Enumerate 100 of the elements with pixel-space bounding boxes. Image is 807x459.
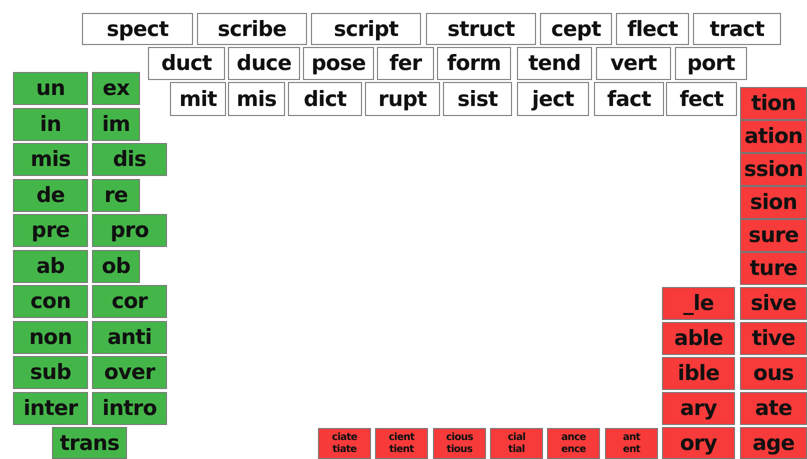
word-part: spect <box>106 18 168 40</box>
word-part: _le <box>683 293 714 314</box>
word-part-tile <box>13 320 88 354</box>
word-part: ob <box>102 256 130 276</box>
word-part: im <box>102 114 130 134</box>
word-part: ant <box>622 432 640 444</box>
word-part-tile <box>228 47 300 80</box>
word-part-tile <box>288 82 362 116</box>
word-part: mis <box>236 88 277 110</box>
word-part: cor <box>112 291 148 312</box>
word-part-tile <box>13 143 88 176</box>
word-part-tile <box>540 13 612 45</box>
word-part: duce <box>236 53 292 74</box>
word-part: rupt <box>378 88 427 110</box>
word-part-tile <box>740 357 807 390</box>
word-part: able <box>674 328 723 349</box>
word-part-tile <box>82 13 193 45</box>
word-part-tile <box>170 82 226 116</box>
word-part-tile <box>13 214 88 247</box>
word-part: over <box>104 362 155 383</box>
word-part: cial <box>508 432 526 444</box>
word-part-tile <box>596 47 671 80</box>
word-part-tile <box>662 392 735 425</box>
word-part: cious <box>446 432 473 444</box>
word-part-tile <box>517 47 592 80</box>
word-part-tile <box>740 153 807 186</box>
word-part: sure <box>748 225 799 246</box>
word-part-tile <box>517 82 589 116</box>
word-part: non <box>29 326 72 348</box>
word-part: ible <box>678 363 720 384</box>
word-part: dict <box>304 88 346 110</box>
word-part: ence <box>561 444 586 456</box>
word-part-tile <box>228 82 285 116</box>
word-part-tile <box>52 427 127 459</box>
word-part-tile <box>740 252 807 285</box>
word-part-tile <box>92 285 167 318</box>
word-part: pre <box>31 220 70 241</box>
word-part: ous <box>753 363 794 384</box>
word-part: ance <box>561 432 586 444</box>
word-part: tial <box>508 444 525 456</box>
word-part: trans <box>60 432 120 454</box>
word-part-tile <box>13 72 88 105</box>
word-part: vert <box>610 53 657 74</box>
word-part-tile <box>605 428 658 459</box>
word-part-tile <box>92 143 167 176</box>
word-part: tive <box>752 328 796 349</box>
word-part-tile <box>148 47 225 80</box>
word-part: con <box>30 291 71 312</box>
word-part-tile <box>318 428 371 459</box>
word-part-tile <box>662 357 735 390</box>
word-part-tile <box>662 427 735 459</box>
word-part: flect <box>627 18 678 40</box>
word-part-tile <box>616 13 689 45</box>
word-part: mit <box>179 88 217 110</box>
word-part: port <box>687 53 735 74</box>
word-part: struct <box>447 18 515 40</box>
word-part: ject <box>532 88 574 110</box>
word-part: re <box>104 184 128 206</box>
word-part-tile <box>92 392 167 424</box>
word-part: ary <box>680 398 717 419</box>
word-part: de <box>36 184 65 206</box>
word-part: script <box>334 18 398 40</box>
word-part-tile <box>443 82 512 116</box>
word-part-tile <box>92 250 140 282</box>
word-part: sion <box>750 192 798 213</box>
word-part: pro <box>110 220 149 241</box>
word-part-tile <box>13 250 88 282</box>
word-part-tile <box>693 13 781 45</box>
word-part: mis <box>30 149 71 170</box>
word-part: tend <box>528 53 581 74</box>
word-part: dis <box>112 149 146 170</box>
word-part: ory <box>680 432 717 454</box>
word-part-tile <box>92 178 140 212</box>
word-part-tile <box>13 108 88 140</box>
word-part: tient <box>389 444 414 456</box>
word-part-tile <box>13 178 88 212</box>
word-part-tile <box>433 428 486 459</box>
word-part-tile <box>375 428 428 459</box>
word-part: form <box>447 53 501 74</box>
word-part: scribe <box>218 18 286 40</box>
word-part-tile <box>740 219 807 252</box>
word-part-tile <box>303 47 374 80</box>
word-part: sub <box>30 362 71 383</box>
word-part: fact <box>607 88 651 110</box>
word-part: ation <box>744 126 803 147</box>
word-part-tile <box>740 287 807 320</box>
word-part-tile <box>662 287 735 320</box>
word-part: in <box>40 114 62 134</box>
word-part-tile <box>92 356 167 389</box>
word-part: sist <box>457 88 498 110</box>
word-part-tile <box>311 13 421 45</box>
word-part: tract <box>710 18 764 40</box>
word-part: fect <box>680 88 724 110</box>
word-part: inter <box>23 398 78 418</box>
word-part: sive <box>750 293 796 314</box>
word-part: ex <box>102 78 130 99</box>
word-part-tile <box>740 392 807 425</box>
word-part: un <box>36 78 65 99</box>
word-part-tile <box>426 13 536 45</box>
word-part: ab <box>36 256 65 276</box>
